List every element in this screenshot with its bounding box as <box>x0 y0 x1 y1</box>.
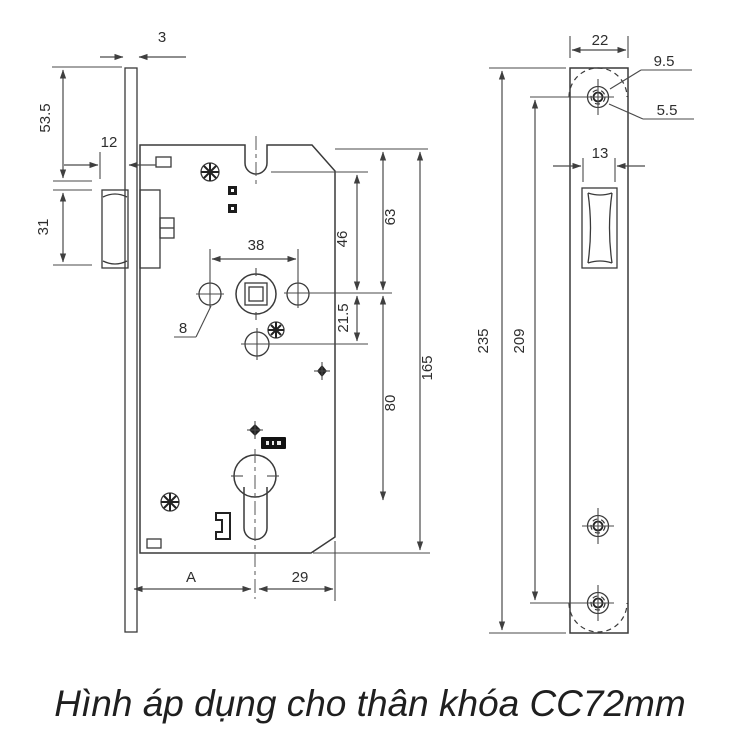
screw-hole-middle <box>582 508 614 544</box>
dim-faceplate-height: 235 <box>475 328 492 353</box>
dim-latch-projection: 12 <box>101 134 118 151</box>
rivet-slot-bottom <box>146 538 162 549</box>
dim-spindle-to-lower-hole: 21.5 <box>335 303 352 332</box>
rounded-end-top-dashed <box>568 67 628 98</box>
spring-clip <box>215 512 231 540</box>
left-view-dimensions: 3 53.5 31 12 38 8 <box>35 29 436 601</box>
screw-post-bottom <box>160 492 180 512</box>
dim-screw-head-diameter: 9.5 <box>654 53 675 70</box>
latch-cutout <box>581 187 618 269</box>
pivot-pin-center <box>247 421 263 439</box>
latch-bolt <box>101 189 175 269</box>
screw-boss-center <box>267 321 285 339</box>
dim-faceplate-width: 22 <box>592 32 609 49</box>
dim-backset: A <box>186 569 196 586</box>
dim-body-height: 165 <box>419 355 436 380</box>
dim-latch-cutout-width: 13 <box>592 145 609 162</box>
spindle-hub <box>235 268 277 320</box>
dim-notch-to-spindle: 46 <box>334 231 351 248</box>
lock-body-view: 3 53.5 31 12 38 8 <box>35 29 436 633</box>
dim-faceplate-thickness: 3 <box>158 29 166 46</box>
screw-hole-top <box>530 79 614 115</box>
faceplate-view: 22 9.5 5.5 13 235 209 <box>475 32 694 634</box>
faceplate-edge-bar <box>124 67 138 633</box>
dim-handle-hole-spacing: 38 <box>248 237 265 254</box>
dim-latch-height: 31 <box>35 219 52 236</box>
dim-hole-diameter: 8 <box>179 320 187 337</box>
dim-top-to-latch: 53.5 <box>37 103 54 132</box>
caption-text: Hình áp dụng cho thân khóa CC72mm <box>54 683 685 724</box>
dim-top-to-spindle: 63 <box>382 209 399 226</box>
dim-spindle-to-edge: 29 <box>292 569 309 586</box>
rivet-slot-top <box>155 156 172 168</box>
lower-fixing-hole <box>241 328 368 360</box>
lock-body-outline <box>139 144 336 554</box>
pivot-pin-right <box>314 362 330 380</box>
screw-post-top <box>200 162 220 182</box>
euro-cylinder-hole <box>231 449 279 599</box>
dim-screw-hole-spacing: 209 <box>511 328 528 353</box>
dim-spindle-to-cylinder: 80 <box>382 395 399 412</box>
screw-hole-bottom <box>530 585 614 621</box>
dim-screw-hole-diameter: 5.5 <box>657 102 678 119</box>
handle-hole-left <box>196 280 224 308</box>
handle-hole-right <box>284 280 392 308</box>
right-view-dimensions: 22 9.5 5.5 13 235 209 <box>475 32 694 634</box>
rounded-end-bottom-dashed <box>568 602 628 633</box>
stop-pins <box>228 186 237 213</box>
brand-label-plate <box>261 437 286 449</box>
